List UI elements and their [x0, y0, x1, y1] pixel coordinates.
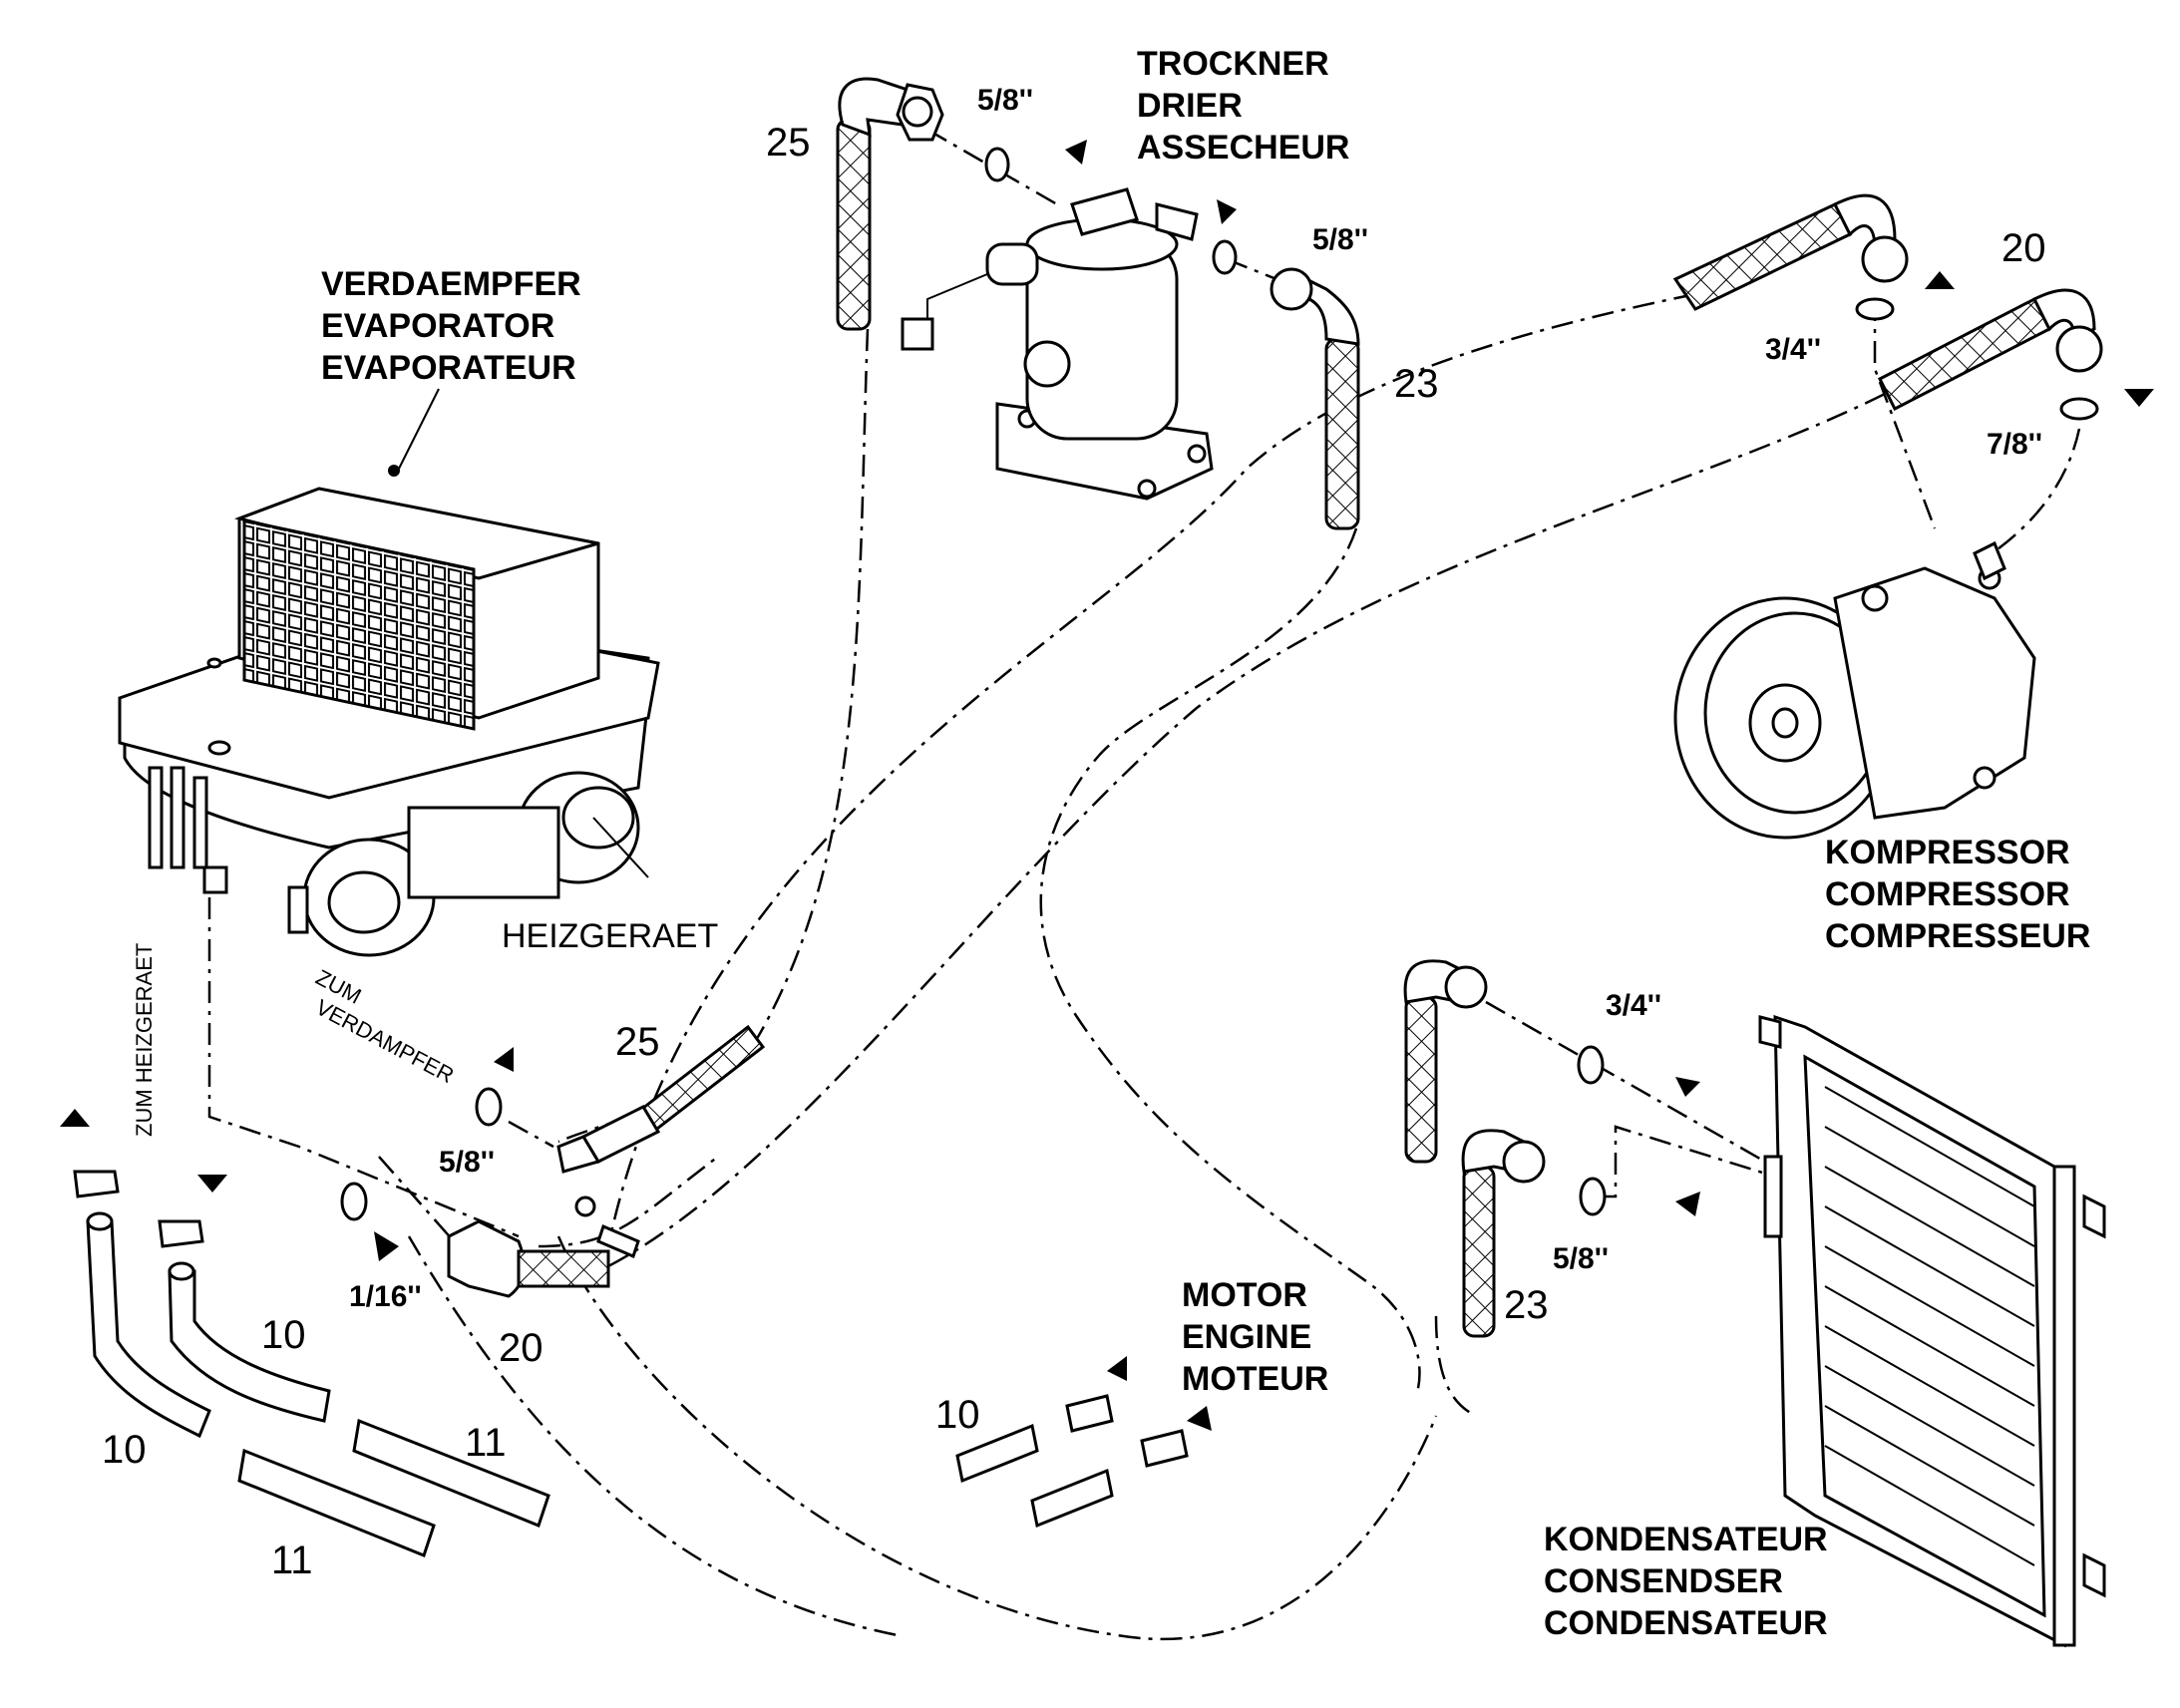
drier	[901, 187, 1214, 501]
fitting-size-evaporator-outlet: 1/16''	[349, 1280, 422, 1313]
drier-label-de: TROCKNER	[1137, 45, 1329, 83]
fitting-size-condenser-in: 3/4''	[1606, 989, 1661, 1022]
part-number: 23	[1504, 1283, 1549, 1327]
part-number: 11	[465, 1421, 507, 1465]
compressor-label-en: COMPRESSOR	[1825, 875, 2070, 913]
evaporator-label-fr: EVAPORATEUR	[321, 349, 576, 387]
condenser	[1758, 1014, 2106, 1648]
part-number: 10	[102, 1428, 147, 1472]
fitting-size-drier-in: 5/8''	[977, 84, 1033, 117]
part-number: 10	[935, 1393, 980, 1437]
arrow-icon	[1107, 1356, 1127, 1381]
drier-label-fr: ASSECHEUR	[1137, 129, 1349, 167]
part-number: 25	[766, 121, 811, 165]
arrow-icon	[1925, 271, 1955, 289]
flow-arrows[interactable]	[60, 140, 2154, 1431]
arrow-icon	[494, 1047, 514, 1072]
fitting-size-drier-out: 5/8''	[1312, 223, 1368, 256]
fitting-size-condenser-out: 5/8''	[1553, 1242, 1609, 1275]
condenser-label-de: KONDENSATEUR	[1544, 1521, 1828, 1558]
part-number: 23	[1394, 362, 1439, 406]
evaporator-label-en: EVAPORATOR	[321, 307, 554, 345]
condenser-hoses	[1403, 959, 1607, 1338]
to-evaporator-label-2: VERDAMPFER	[312, 994, 459, 1088]
condenser-label-en: CONSENDSER	[1544, 1562, 1783, 1600]
engine-label-de: MOTOR	[1182, 1276, 1307, 1314]
arrow-icon	[2124, 389, 2154, 407]
fitting-size-labels: 5/8'' 5/8'' 3/4'' 7/8'' 5/8'' 1/16'' 3/4…	[349, 84, 2042, 1313]
part-number: 11	[271, 1538, 313, 1582]
part-number: 20	[499, 1326, 544, 1370]
compressor-label-fr: COMPRESSEUR	[1825, 917, 2090, 955]
fitting-size-compressor-discharge: 7/8''	[1987, 428, 2042, 461]
fitting-size-compressor-suction: 3/4''	[1765, 333, 1821, 366]
arrow-icon	[1187, 1406, 1212, 1431]
drier-hoses	[836, 77, 1360, 530]
compressor-hoses	[1672, 193, 2103, 421]
arrow-icon	[1065, 140, 1087, 165]
part-number-labels: 25 23 20 25 20 23 10 10 10 11 11	[102, 121, 2046, 1582]
routing-lines	[207, 128, 2081, 1641]
evaporator-unit	[118, 388, 660, 957]
arrow-icon	[1675, 1192, 1700, 1216]
arrow-icon	[1675, 1077, 1700, 1097]
part-number: 10	[261, 1313, 306, 1357]
arrow-icon	[1217, 199, 1237, 224]
arrow-icon	[60, 1109, 90, 1127]
engine-label-fr: MOTEUR	[1182, 1360, 1328, 1398]
arrow-icon	[374, 1231, 399, 1261]
evaporator-label-de: VERDAEMPFER	[321, 265, 581, 303]
condenser-label-fr: CONDENSATEUR	[1544, 1604, 1828, 1642]
heater-label: HEIZGERAET	[502, 917, 718, 955]
part-number: 25	[615, 1020, 660, 1064]
arrow-icon	[197, 1175, 227, 1193]
evaporator-fittings	[340, 1024, 766, 1298]
to-heater-label: ZUM HEIZGERAET	[132, 943, 157, 1137]
compressor-label-de: KOMPRESSOR	[1825, 834, 2070, 871]
engine-label-en: ENGINE	[1182, 1318, 1311, 1356]
part-number: 20	[2001, 226, 2046, 270]
heater-hoses	[73, 1170, 1189, 1557]
compressor	[1673, 540, 2036, 840]
component-labels: TROCKNER DRIER ASSECHEUR VERDAEMPFER EVA…	[132, 45, 2090, 1642]
drier-label-en: DRIER	[1137, 87, 1243, 125]
fitting-size-evaporator-inlet: 5/8''	[439, 1146, 495, 1179]
